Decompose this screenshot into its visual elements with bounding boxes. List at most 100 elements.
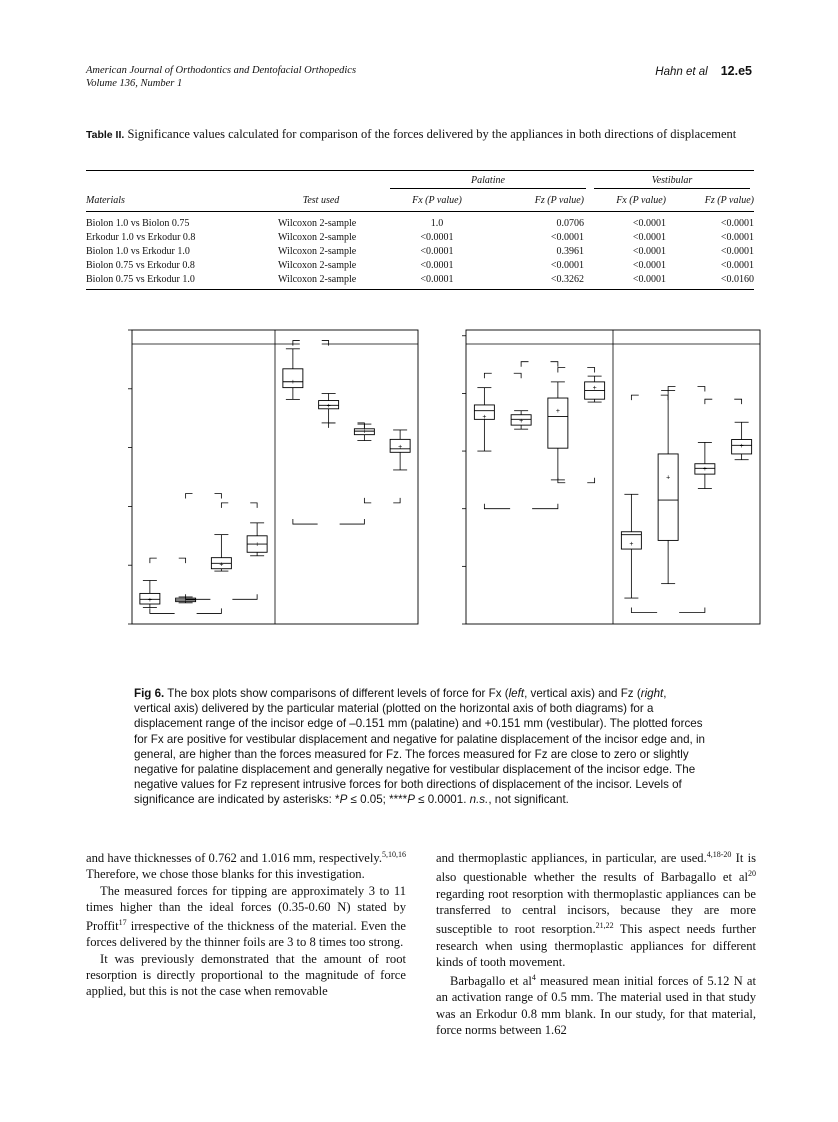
- col-header: Fz (P value): [488, 189, 590, 212]
- table-cell: Biolon 0.75 vs Erkodur 0.8: [86, 259, 195, 271]
- box-mean-marker: +: [148, 597, 152, 604]
- annotation-bg: [299, 336, 322, 345]
- box-mean-marker: +: [255, 542, 259, 549]
- caption-part: n.s.: [469, 793, 489, 807]
- text: This aspect needs further research when …: [436, 922, 756, 969]
- running-header-journal: American Journal of Orthodontics and Den…: [86, 64, 356, 90]
- journal-volume: Volume 136, Number 1: [86, 78, 183, 89]
- table-cell: Wilcoxon 2-sample: [278, 217, 357, 229]
- reference-citation: 4: [531, 972, 536, 982]
- group-header-vestibular: Vestibular: [594, 175, 750, 189]
- box-iqr: [657, 453, 679, 541]
- table-cell: <0.0001: [632, 231, 666, 243]
- paragraph: and have thicknesses of 0.762 and 1.016 …: [86, 847, 406, 883]
- text: It was previously demonstrated that the …: [86, 951, 406, 998]
- box-mean-marker: +: [184, 598, 188, 605]
- annotation-bg: [638, 391, 661, 400]
- annotation-bg: [371, 498, 394, 507]
- paragraph: It was previously demonstrated that the …: [86, 951, 406, 1000]
- table-caption: Table II. Significance values calculated…: [86, 127, 754, 143]
- table-cell: 1.0: [430, 217, 444, 229]
- caption-part: , not significant.: [488, 793, 569, 807]
- table-cell: Wilcoxon 2-sample: [256, 272, 386, 290]
- annotation-bg: [510, 504, 533, 513]
- annotation-bg: [156, 554, 179, 563]
- significance-table: Palatine Vestibular Materials Test used …: [86, 170, 754, 290]
- caption-part: left: [508, 687, 525, 700]
- figure-caption: Fig 6. The box plots show comparisons of…: [134, 686, 706, 808]
- annotation-bg: [528, 357, 551, 366]
- caption-part: , vertical axis) delivered by the partic…: [134, 687, 705, 807]
- text: It is also questionable whether the resu…: [436, 851, 756, 885]
- col-header: Fx (P value): [590, 189, 672, 212]
- table-cell: <0.3262: [488, 272, 590, 290]
- table-row: Biolon 1.0 vs Biolon 0.75 Wilcoxon 2-samp…: [86, 212, 754, 231]
- caption-part: ≤ 0.05; ****: [347, 793, 408, 807]
- box-iqr: [473, 404, 495, 420]
- annotation-bg: [657, 608, 680, 617]
- group-header-palatine: Palatine: [390, 175, 586, 189]
- table-cell: 0.0706: [556, 217, 585, 229]
- paragraph: Barbagallo et al4 measured mean initial …: [436, 970, 756, 1038]
- table-cell: Biolon 1.0 vs Erkodur 1.0: [86, 245, 190, 257]
- running-header-page: Hahn et al 12.e5: [655, 64, 752, 79]
- annotation-bg: [228, 498, 251, 507]
- col-header: Test used: [256, 189, 386, 212]
- table-cell: <0.0001: [420, 259, 454, 271]
- table-caption-text: Significance values calculated for compa…: [127, 127, 737, 141]
- table-cell: <0.0001: [720, 231, 754, 243]
- table-cell: Wilcoxon 2-sample: [278, 231, 357, 243]
- body-column-right: and thermoplastic appliances, in particu…: [436, 847, 756, 1038]
- box-mean-marker: +: [482, 414, 486, 421]
- reference-citation: 17: [118, 918, 127, 927]
- caption-part: P: [407, 793, 415, 807]
- caption-part: P: [339, 793, 348, 807]
- box-iqr: [353, 428, 375, 436]
- annotation-bg: [491, 369, 514, 378]
- table-cell: <0.0001: [550, 231, 584, 243]
- table-cell: <0.0001: [632, 217, 666, 229]
- box-iqr: [620, 531, 642, 550]
- table-cell: <0.0001: [550, 259, 584, 271]
- annotation-bg: [565, 478, 588, 487]
- box-mean-marker: +: [593, 385, 597, 392]
- caption-part: ≤ 0.0001.: [414, 793, 470, 807]
- annotation-bg: [174, 609, 197, 618]
- box-iqr: [510, 414, 532, 426]
- box-iqr: [694, 463, 716, 475]
- box-iqr: [547, 397, 569, 449]
- table-cell: 0.3961: [556, 245, 585, 257]
- table-cell: <0.0001: [420, 245, 454, 257]
- box-mean-marker: +: [327, 403, 331, 410]
- table-header-row: Materials Test used Fx (P value) Fz (P v…: [86, 189, 754, 212]
- table-cell: Biolon 1.0 vs Biolon 0.75: [86, 217, 190, 229]
- annotation-bg: [712, 395, 735, 404]
- text: irrespective of the thickness of the mat…: [86, 919, 406, 950]
- table-cell: <0.0160: [672, 272, 754, 290]
- box-mean-marker: +: [740, 443, 744, 450]
- box-mean-marker: +: [291, 379, 295, 386]
- reference-citation: 21,22: [595, 921, 614, 931]
- box-mean-marker: +: [666, 475, 670, 482]
- reference-citation: 5,10,16: [382, 850, 406, 859]
- table-cell: <0.0001: [720, 217, 754, 229]
- reference-citation: 20: [748, 869, 756, 879]
- box-mean-marker: +: [362, 429, 366, 436]
- box-iqr: [139, 592, 161, 605]
- box-mean-marker: +: [219, 562, 223, 569]
- text: Therefore, we chose those blanks for thi…: [86, 867, 365, 882]
- table-cell: Biolon 0.75 vs Erkodur 1.0: [86, 272, 256, 290]
- annotation-bg: [565, 363, 588, 372]
- box-mean-marker: +: [519, 418, 523, 425]
- table-cell: <0.0001: [632, 245, 666, 257]
- body-column-left: and have thicknesses of 0.762 and 1.016 …: [86, 847, 406, 999]
- table-cell: <0.0001: [632, 259, 666, 271]
- caption-part: , vertical axis) and Fz (: [524, 687, 641, 700]
- table-cell: Wilcoxon 2-sample: [278, 245, 357, 257]
- caption-part: right: [640, 687, 664, 700]
- figure-label: Fig 6.: [134, 687, 165, 700]
- table-row: Biolon 1.0 vs Erkodur 1.0 Wilcoxon 2-samp…: [86, 244, 754, 258]
